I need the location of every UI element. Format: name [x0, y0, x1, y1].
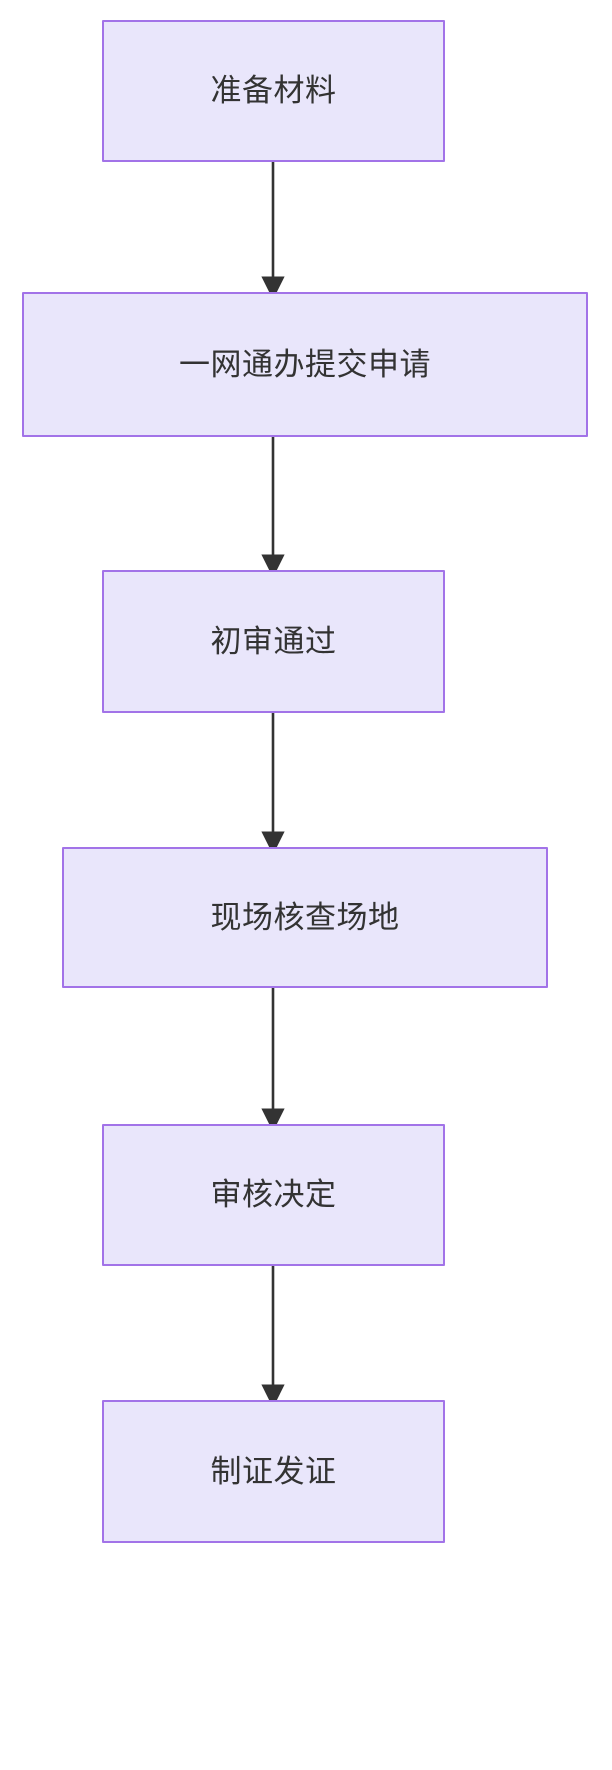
flow-node-prepare-materials[interactable]: 准备材料 [102, 20, 445, 162]
flow-node-label: 现场核查场地 [210, 899, 400, 935]
flow-node-review-decision[interactable]: 审核决定 [102, 1124, 445, 1266]
flow-node-label: 制证发证 [210, 1453, 337, 1489]
flow-node-label: 一网通办提交申请 [179, 346, 431, 382]
flow-node-label: 准备材料 [210, 73, 337, 109]
flow-node-onsite-venue-inspection[interactable]: 现场核查场地 [62, 847, 548, 988]
flow-node-issue-certificate[interactable]: 制证发证 [102, 1400, 445, 1543]
flow-node-preliminary-review-passed[interactable]: 初审通过 [102, 570, 445, 713]
flow-node-submit-application-online[interactable]: 一网通办提交申请 [22, 292, 588, 437]
flow-node-label: 初审通过 [210, 623, 337, 659]
flow-node-label: 审核决定 [210, 1177, 337, 1213]
